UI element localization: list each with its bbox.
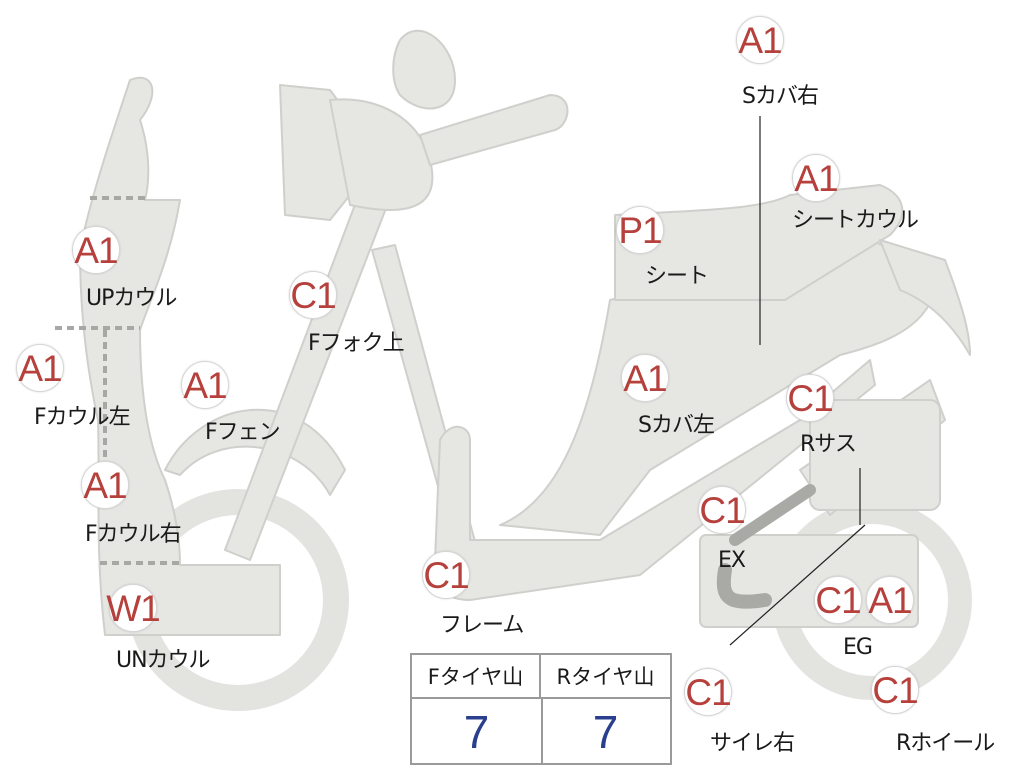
part-label: Rホイール (896, 731, 995, 756)
part-label: EX (718, 548, 746, 573)
grade-badge: A1 (16, 344, 64, 392)
grade-badge: C1 (684, 668, 732, 716)
handlebar-shape (419, 94, 569, 166)
grade-badge: P1 (616, 206, 664, 254)
grade-badge: A1 (736, 16, 784, 64)
part-label: UNカウル (116, 648, 211, 673)
grade-badge: C1 (871, 666, 919, 714)
part-label: Sカバ左 (638, 413, 715, 438)
exhaust-pipe (716, 563, 772, 609)
grade-badge: C1 (814, 576, 862, 624)
part-label: シート (645, 264, 709, 289)
part-label: シートカウル (792, 208, 919, 233)
grade-badge: A1 (72, 226, 120, 274)
grade-badge: C1 (422, 551, 470, 599)
rear-tire-header: Rタイヤ山 (541, 655, 670, 699)
part-label: Fカウル右 (85, 522, 182, 547)
front-tire-value: 7 (412, 699, 543, 765)
rear-tire-value: 7 (592, 706, 619, 758)
grade-badge: A1 (181, 361, 229, 409)
tire-tread-table: Fタイヤ山 Rタイヤ山 7 7 (410, 653, 672, 765)
grade-badge: A1 (621, 354, 669, 402)
part-label: Fフォク上 (308, 331, 405, 356)
engine-block-shape (809, 399, 941, 511)
part-label: Rサス (800, 432, 857, 457)
grade-badge: A1 (81, 461, 129, 509)
tail-shape (879, 239, 971, 356)
seat-shape (614, 184, 904, 301)
part-label: フレーム (440, 613, 524, 638)
fork-shape (224, 169, 396, 561)
front-cowl-shape (79, 76, 281, 636)
grade-badge: W1 (106, 584, 161, 632)
grade-badge: A1 (792, 154, 840, 202)
exhaust-pipe-upper (729, 484, 816, 546)
grade-badge: C1 (698, 486, 746, 534)
part-label: Fフェン (205, 420, 281, 445)
mirror-shape (392, 29, 456, 110)
part-label: Sカバ右 (742, 84, 819, 109)
part-label: UPカウル (86, 286, 177, 311)
front-tire-header: Fタイヤ山 (412, 655, 541, 699)
grade-badge: C1 (289, 271, 337, 319)
part-label: EG (843, 635, 873, 660)
grade-badge: A1 (866, 576, 914, 624)
part-label: サイレ右 (710, 731, 795, 756)
grade-badge: C1 (786, 374, 834, 422)
part-label: Fカウル左 (34, 405, 131, 430)
